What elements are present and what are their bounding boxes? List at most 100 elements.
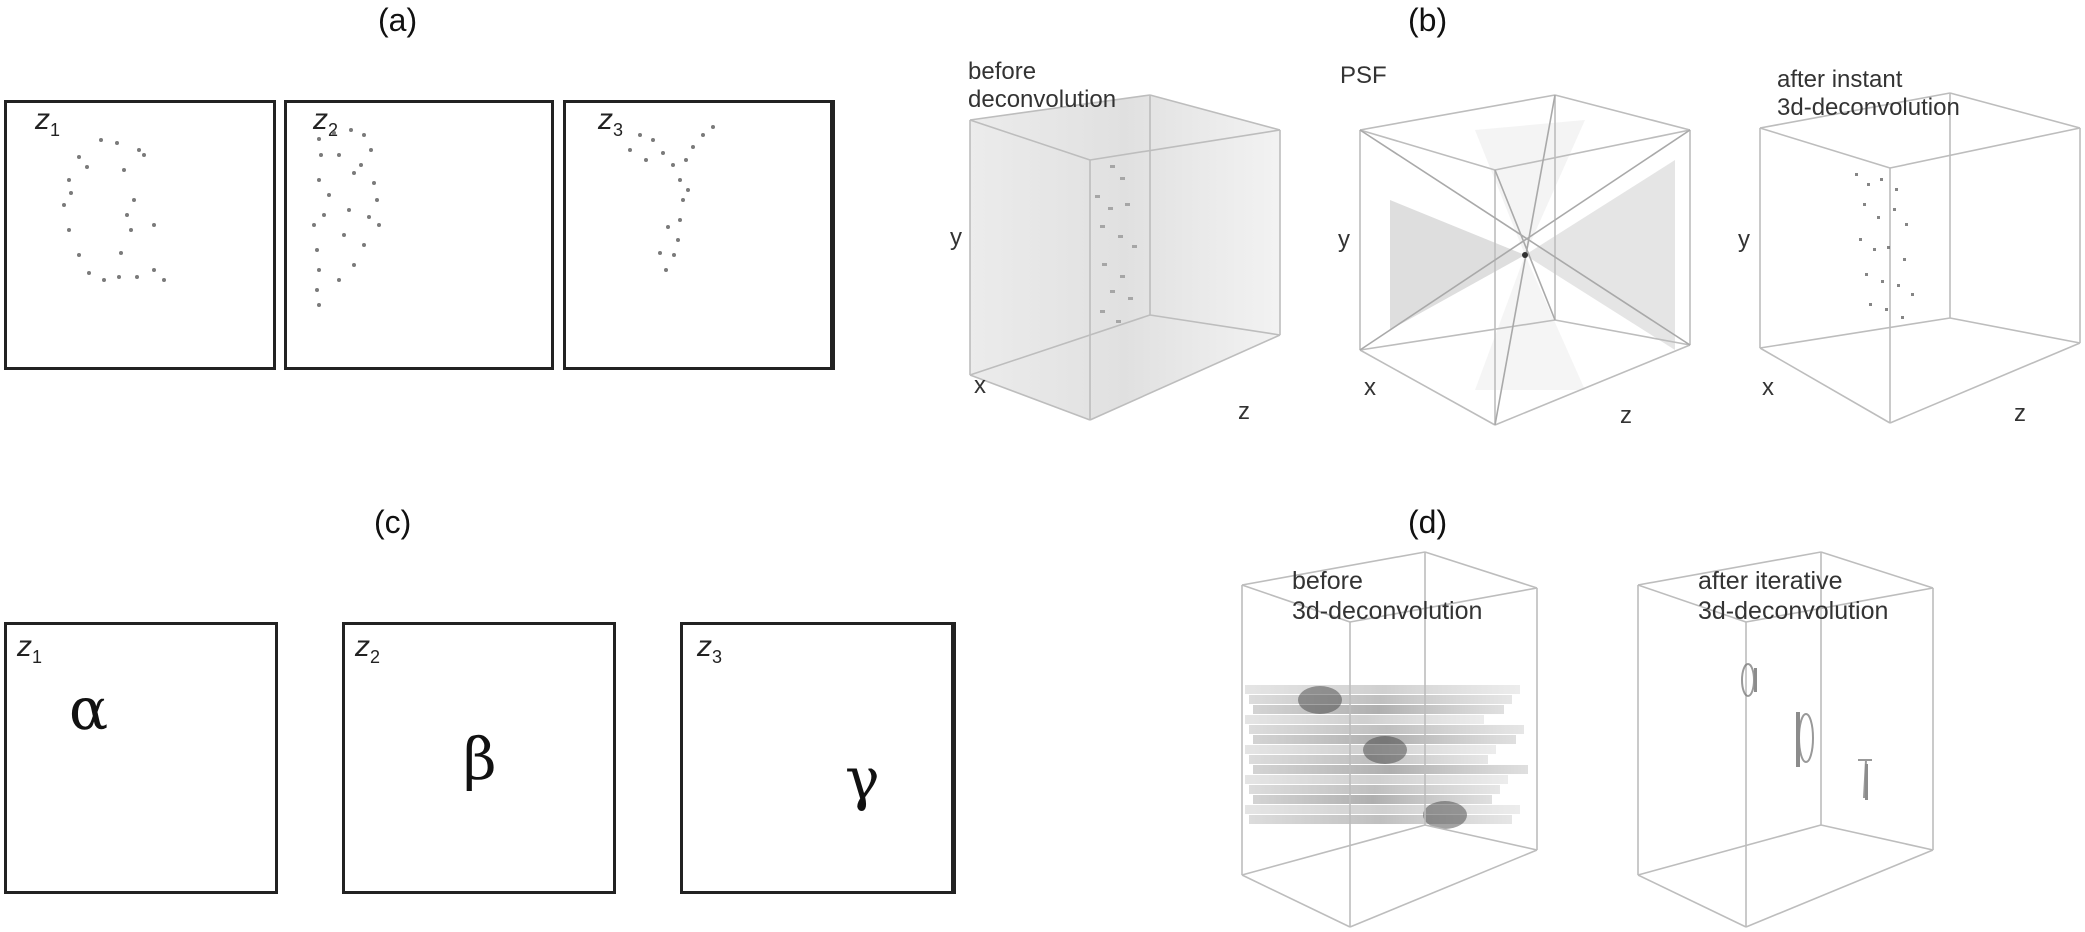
intensity-mark [1132,245,1137,248]
scatter-dot [375,198,379,202]
scatter-dot [681,198,685,202]
scatter-dot [315,248,319,252]
scatter-dot [129,228,133,232]
cube-after-instant-deconvolution [1759,92,2081,424]
scatter-dot [77,155,81,159]
axis-z-label: z [2014,400,2026,427]
scatter-dot [152,268,156,272]
intensity-mark [1869,303,1872,306]
scatter-dot [117,275,121,279]
scatter-dot [152,223,156,227]
intensity-mark [1897,284,1900,287]
plane-label-a-z1: z1 [35,103,61,140]
scatter-dot [162,278,166,282]
scatter-dot [359,163,363,167]
axis-x-label: x [1762,374,1774,401]
scatter-dot [125,213,129,217]
scatter-dot [312,223,316,227]
intensity-mark [1885,308,1888,311]
scatter-dot [671,163,675,167]
blur-streak [1249,815,1512,824]
cube-caption-after-iterative: after iterative 3d-deconvolution [1698,567,1889,625]
panel-label-c: (c) [374,504,412,540]
intensity-mark [1125,203,1130,206]
intensity-mark [1887,246,1890,249]
scatter-dot [661,151,665,155]
axis-y-label: y [1338,226,1350,253]
blur-streak [1253,765,1528,774]
cube-caption-after-instant: after instant 3d-deconvolution [1777,66,1960,121]
blur-blob [1423,801,1467,829]
intensity-mark [1859,238,1862,241]
blur-streak [1245,805,1520,814]
scatter-dot [658,251,662,255]
plane-label-c-z3: z3 [697,630,723,667]
intensity-mark [1880,178,1883,181]
scatter-dot [372,181,376,185]
blur-blob [1298,686,1342,714]
plane-label-c-z1: z1 [17,630,43,667]
scatter-dot [317,137,321,141]
axis-z-label: z [1238,398,1250,425]
intensity-mark [1865,273,1868,276]
intensity-mark [1110,290,1115,293]
blur-streak [1245,715,1484,724]
scatter-dot [369,148,373,152]
intensity-mark [1855,173,1858,176]
scatter-dot [638,133,642,137]
cube-before-deconvolution [969,94,1281,421]
intensity-mark [1877,216,1880,219]
scatter-dot [332,131,336,135]
scatter-dot [711,125,715,129]
scatter-dot [327,193,331,197]
scatter-dot [678,218,682,222]
scatter-dot [99,138,103,142]
blur-streak [1249,785,1500,794]
intensity-mark [1110,165,1115,168]
cube-psf [1359,94,1691,426]
intensity-mark [1100,310,1105,313]
plane-label-a-z3: z3 [598,103,624,140]
scatter-dot [684,158,688,162]
panel-label-b: (b) [1408,2,1448,38]
blur-streak [1249,755,1488,764]
intensity-mark [1128,297,1133,300]
intensity-mark [1881,280,1884,283]
scatter-dot [85,165,89,169]
cube-caption-before-3d: before 3d-deconvolution [1292,567,1483,625]
intensity-mark [1108,207,1113,210]
scatter-dot [317,178,321,182]
cube-after-iterative-deconvolution [1637,551,1934,928]
scatter-dot [319,153,323,157]
scatter-dot [115,141,119,145]
scatter-dot [666,225,670,229]
intensity-mark [1120,177,1125,180]
intensity-mark [1863,203,1866,206]
scatter-dot [377,223,381,227]
scatter-dot [132,198,136,202]
frame-c-z1: z1 α [4,622,278,894]
scatter-dot [67,228,71,232]
intensity-mark [1120,275,1125,278]
scatter-dot [367,215,371,219]
scatter-dot [644,158,648,162]
intensity-mark [1873,248,1876,251]
panel-label-a: (a) [378,2,418,38]
scatter-dot [322,213,326,217]
intensity-mark [1903,258,1906,261]
scatter-dot [672,253,676,257]
intensity-mark [1867,183,1870,186]
scatter-dot [628,148,632,152]
cube-caption-before: before deconvolution [968,58,1117,113]
scatter-dot [349,128,353,132]
scatter-dot [317,303,321,307]
scatter-dot [122,168,126,172]
axis-y-label: y [950,224,962,251]
blur-streak [1249,725,1524,734]
frame-c-z2: z2 β [342,622,616,894]
intensity-mark [1095,195,1100,198]
cube-caption-psf: PSF [1340,62,1387,89]
scatter-dot [142,153,146,157]
frame-c-z3: z3 γ [680,622,956,894]
cube-before-3d-deconvolution [1241,551,1538,928]
